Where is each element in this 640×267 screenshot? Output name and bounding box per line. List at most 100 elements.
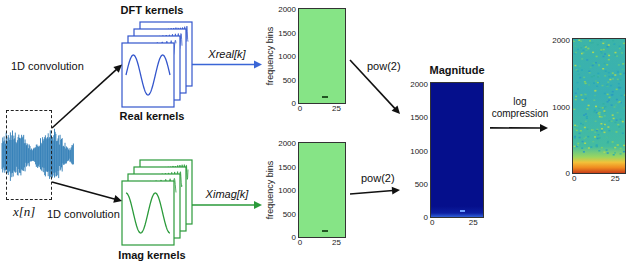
spectrogram-cell (599, 137, 601, 139)
spectrogram-cell (608, 59, 610, 61)
spectrogram-cell (617, 79, 619, 81)
spectrogram-cell (613, 154, 615, 156)
spectrogram-mark (322, 230, 328, 232)
spectrogram-cell (590, 42, 592, 44)
arrow-head (254, 201, 262, 209)
spectrogram-cell (601, 128, 603, 130)
spectrogram-cell (582, 124, 584, 126)
kernel-heading: DFT kernels (121, 4, 184, 16)
spectrogram-cell (589, 40, 591, 42)
spectrogram-cell (573, 109, 575, 111)
spectrogram-cell (602, 107, 604, 109)
spectrogram-mark (322, 96, 328, 98)
spectrogram-panel: 200010000025 (548, 34, 634, 186)
spectrogram-cell (611, 104, 613, 106)
spectrogram-cell (623, 145, 625, 147)
spectrogram-plot (430, 82, 484, 218)
kernel-bank: Imag kernels (122, 165, 192, 245)
tick-label: 1000 (552, 103, 570, 112)
tick-label: 0 (298, 239, 302, 248)
tick-label: 0 (566, 170, 570, 179)
spectrogram-cell (579, 133, 581, 135)
edge-label: pow(2) (366, 60, 402, 73)
spectrogram-cell (620, 142, 622, 144)
spectrogram-cell (596, 130, 598, 132)
spectrogram-cell (598, 75, 600, 77)
spectrogram-cell (613, 43, 615, 45)
kernel-stack (122, 160, 192, 245)
waveform-signal (2, 129, 73, 181)
spectrogram-cell (612, 144, 614, 146)
spectrogram-cell (595, 62, 597, 64)
spectrogram-cell (617, 124, 619, 126)
spectrogram-cell (574, 46, 576, 48)
spectrogram-cell (596, 112, 598, 114)
tick-label: 0 (298, 105, 302, 114)
tick-label: 25 (469, 219, 478, 228)
kernel-heading: Real kernels (120, 110, 185, 122)
spectrogram-cell (619, 87, 621, 89)
edge-label: pow(2) (360, 172, 396, 185)
spectrogram-cell (574, 146, 576, 148)
spectrogram-cell (577, 82, 579, 84)
spectrogram-cell (607, 142, 609, 144)
spectrogram-cell (604, 41, 606, 43)
spectrogram-cell (605, 70, 607, 72)
kernel-bank: DFT kernelsReal kernels (122, 22, 192, 107)
spectrogram-cell (600, 49, 602, 51)
spectrogram-cell (586, 59, 588, 61)
spectrogram-cell (593, 100, 595, 102)
spectrogram-cell (612, 94, 614, 96)
spectrogram-cell (608, 143, 610, 145)
spectrogram-cell (606, 137, 608, 139)
spectrogram-cell (612, 78, 614, 80)
spectrogram-cell (580, 94, 582, 96)
spectrogram-cell (577, 49, 579, 51)
spectrogram-cell (606, 149, 608, 151)
waveform (2, 129, 73, 181)
spectrogram-cell (617, 71, 619, 73)
spectrogram-cell (599, 116, 601, 118)
spectrogram-cell (608, 76, 610, 78)
spectrogram-cell (601, 130, 603, 132)
spectrogram-cell (620, 119, 622, 121)
spectrogram-cell (590, 67, 592, 69)
spectrogram-cell (582, 50, 584, 52)
spectrogram-cell (596, 129, 598, 131)
spectrogram-cell (582, 141, 584, 143)
spectrogram-cell (616, 99, 618, 101)
spectrogram-cell (622, 63, 624, 65)
spectrogram-plot (572, 38, 626, 174)
spectrogram-cell (608, 44, 610, 46)
tick-label: 1000 (410, 147, 428, 156)
spectrogram-cell (618, 126, 620, 128)
spectrogram-cell (585, 94, 587, 96)
spectrogram-cell (623, 128, 625, 130)
spectrogram-cell (623, 107, 625, 109)
spectrogram-cell (614, 74, 616, 76)
spectrogram-cell (610, 85, 612, 87)
spectrogram-cell (615, 147, 617, 149)
spectrogram-cell (592, 129, 594, 131)
spectrogram-cell (600, 123, 602, 125)
edge-label: 1D convolution (46, 208, 121, 221)
spectrogram-cell (574, 136, 576, 138)
spectrogram-cell (607, 53, 609, 55)
spectrogram-cell (575, 99, 577, 101)
spectrogram-cell (597, 73, 599, 75)
spectrogram-plot (298, 142, 346, 238)
tick-label: 1500 (410, 114, 428, 123)
spectrogram-cell (615, 52, 617, 54)
connector-line (52, 69, 117, 128)
spectrogram-cell (596, 56, 598, 58)
spectrogram-panel: Magnitude2000150010005000025 (400, 64, 490, 234)
tick-label: 1000 (278, 187, 296, 196)
spectrogram-cell (592, 52, 594, 54)
edge-label: log compression (490, 96, 550, 119)
spectrogram-cell (584, 138, 586, 140)
spectrogram-cell (616, 55, 618, 57)
spectrogram-cell (587, 48, 589, 50)
spectrogram-cell (580, 47, 582, 49)
spectrogram-cell (590, 146, 592, 148)
spectrogram-cell (604, 132, 606, 134)
